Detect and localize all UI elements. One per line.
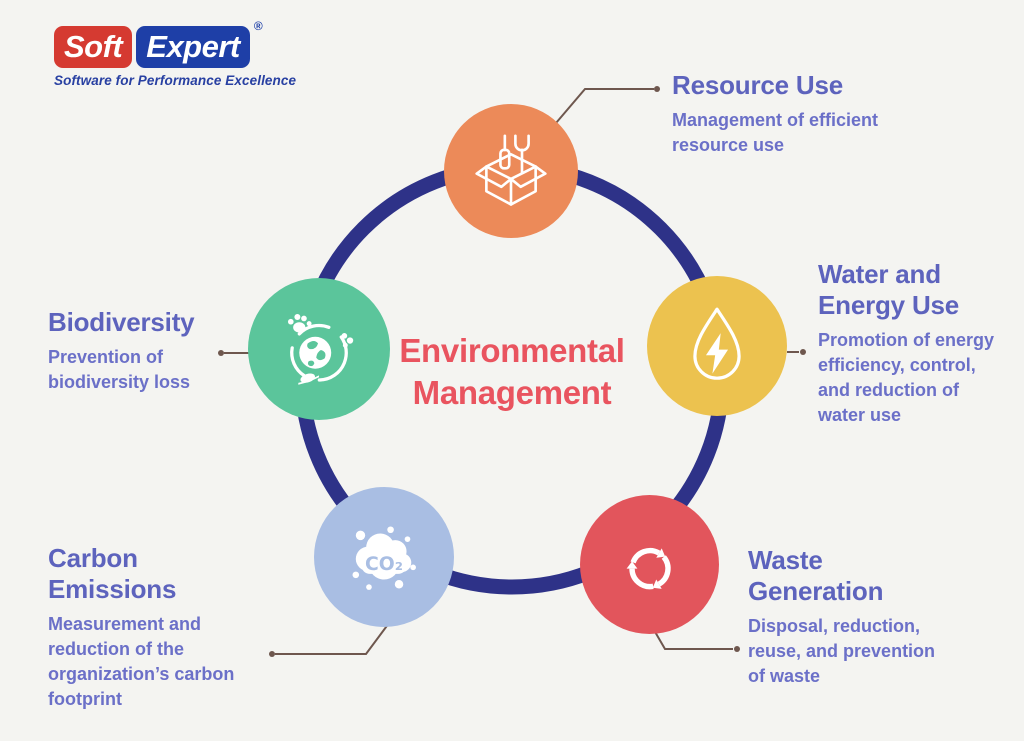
co2-cloud-icon: CO₂ bbox=[352, 526, 416, 590]
label-carbon-emissions: Carbon Emissions Measurement and reducti… bbox=[48, 543, 234, 712]
label-waste-generation: Waste Generation Disposal, reduction, re… bbox=[748, 545, 935, 689]
section-description-waste-generation: Disposal, reduction, reuse, and preventi… bbox=[748, 616, 936, 687]
logo-expert-badge: Expert bbox=[136, 26, 250, 68]
connector-dot-biodiversity bbox=[218, 350, 224, 356]
section-title-carbon-emissions: Carbon Emissions bbox=[48, 543, 177, 605]
node-resource-use bbox=[444, 104, 578, 238]
logo-wordmark: Soft Expert ® bbox=[54, 19, 263, 68]
section-description-carbon-emissions: Measurement and reduction of the organiz… bbox=[48, 614, 235, 709]
connector-dot-carbon bbox=[269, 651, 275, 657]
connector-resource-use bbox=[555, 88, 654, 124]
connector-carbon-emissions bbox=[275, 618, 393, 655]
connector-dot-waste bbox=[734, 646, 740, 652]
open-box-tools-icon bbox=[475, 134, 547, 206]
connector-dot-resource bbox=[654, 86, 660, 92]
logo-soft-badge: Soft bbox=[54, 26, 133, 68]
label-resource-use: Resource Use Management of efficient res… bbox=[672, 70, 878, 158]
node-water-energy-use bbox=[647, 276, 787, 416]
section-title-waste-generation: Waste Generation bbox=[748, 545, 884, 607]
section-title-water-energy-use: Water and Energy Use bbox=[818, 259, 960, 321]
recycle-arrows-icon bbox=[605, 547, 695, 610]
section-title-biodiversity: Biodiversity bbox=[48, 307, 195, 337]
registered-trademark-mark: ® bbox=[253, 19, 263, 33]
connector-dot-water bbox=[800, 349, 806, 355]
co2-label: CO₂ bbox=[365, 554, 403, 575]
water-drop-bolt-icon bbox=[693, 307, 741, 380]
softexpert-logo: Soft Expert ® Software for Performance E… bbox=[54, 19, 297, 88]
section-description-water-energy-use: Promotion of energy efficiency, control,… bbox=[818, 330, 995, 425]
label-biodiversity: Biodiversity Prevention of biodiversity … bbox=[48, 307, 195, 395]
node-carbon-emissions: CO₂ bbox=[314, 487, 454, 627]
section-description-biodiversity: Prevention of biodiversity loss bbox=[48, 347, 191, 393]
node-biodiversity bbox=[248, 278, 390, 420]
node-waste-generation bbox=[580, 495, 719, 634]
label-water-energy-use: Water and Energy Use Promotion of energy… bbox=[818, 259, 994, 428]
section-description-resource-use: Management of efficient resource use bbox=[672, 110, 879, 156]
logo-tagline: Software for Performance Excellence bbox=[54, 73, 297, 88]
biodiversity-globe-icon bbox=[287, 314, 354, 385]
section-title-resource-use: Resource Use bbox=[672, 70, 844, 100]
center-title: Environmental Management bbox=[399, 332, 625, 411]
